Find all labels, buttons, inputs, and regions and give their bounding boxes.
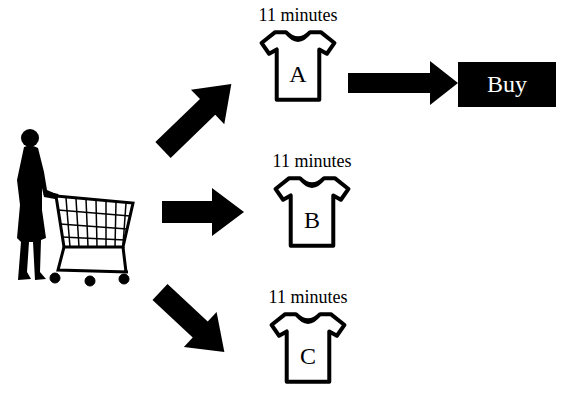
- cart-mesh: [58, 198, 130, 247]
- shirt-node: 11 minutesC: [258, 286, 358, 386]
- duration-label: 11 minutes: [262, 150, 362, 172]
- choice-arrows: [144, 67, 248, 370]
- shirt-node: 11 minutesB: [262, 150, 362, 250]
- block-arrow: [162, 188, 244, 236]
- shirt-letter: A: [260, 60, 336, 88]
- cart-wheel: [119, 274, 129, 284]
- cart-wheel: [85, 276, 95, 286]
- duration-label: 11 minutes: [258, 286, 358, 308]
- shopper-body: [17, 146, 56, 280]
- shirt-shape: C: [270, 312, 346, 384]
- shirt-node: 11 minutesA: [248, 4, 348, 104]
- block-arrow: [144, 274, 241, 369]
- duration-label: 11 minutes: [248, 4, 348, 26]
- action-label: Buy: [487, 71, 527, 98]
- shirt-letter: B: [274, 206, 350, 234]
- block-arrow: [146, 67, 248, 168]
- cart-wheel: [50, 273, 60, 283]
- shopper-head: [21, 129, 39, 147]
- shopper-silhouette: [17, 129, 56, 280]
- shirt-letter: C: [270, 342, 346, 370]
- shirt-collar: [296, 314, 320, 322]
- shirt-shape: A: [260, 30, 336, 102]
- shirt-collar: [286, 32, 310, 40]
- shopping-cart: [44, 193, 133, 286]
- cart-frame: [58, 247, 128, 272]
- shirt-collar: [300, 178, 324, 186]
- action-box: Buy: [458, 62, 556, 107]
- block-arrow-connector: [348, 61, 458, 105]
- cart-basket: [56, 196, 133, 247]
- shirt-shape: B: [274, 176, 350, 248]
